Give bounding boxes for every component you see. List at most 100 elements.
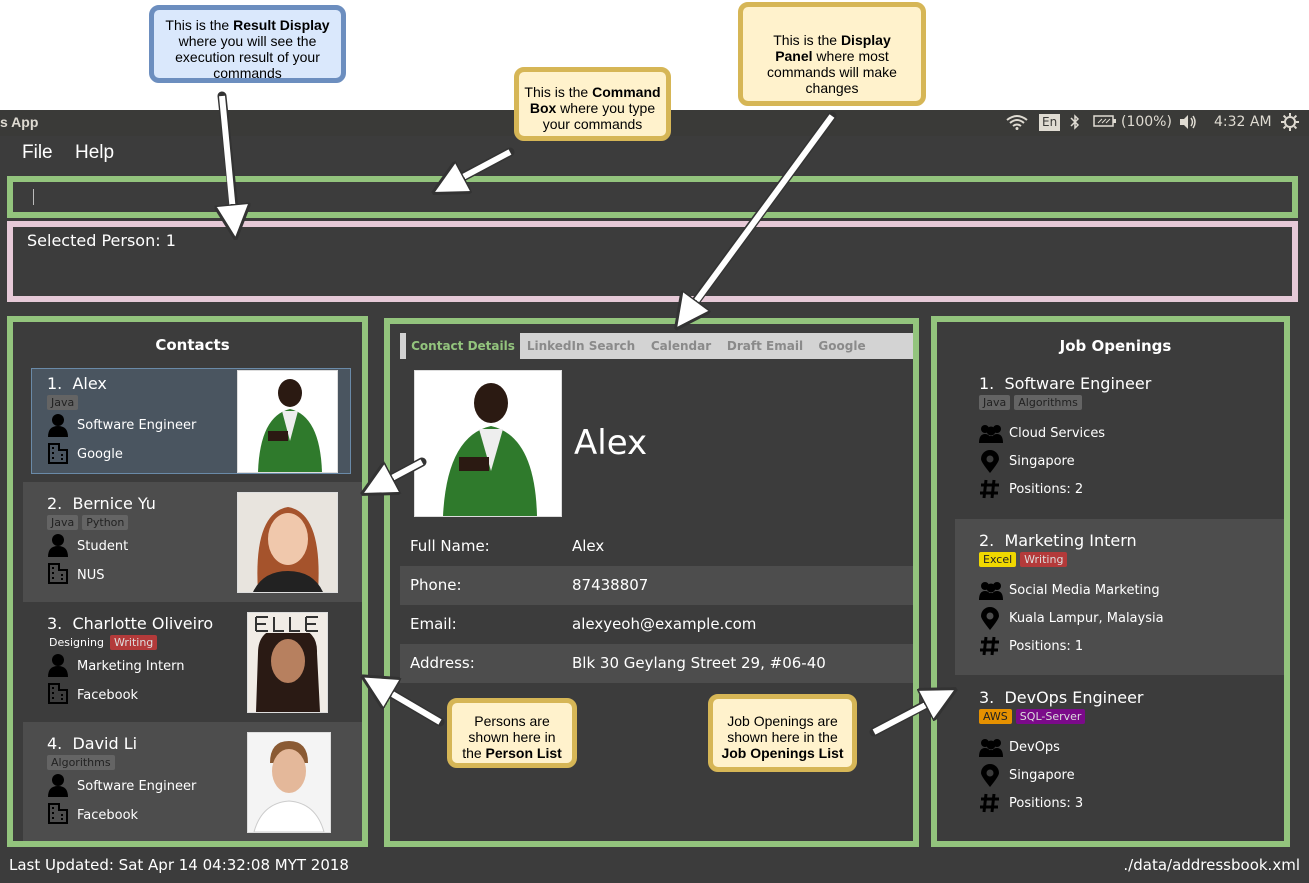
menu-help[interactable]: Help <box>75 142 115 163</box>
job-title: DevOps Engineer <box>1004 688 1144 707</box>
tab-google[interactable]: Google <box>812 333 872 359</box>
hashtag-icon <box>979 479 1003 501</box>
tab-contact-details[interactable]: Contact Details <box>406 333 520 359</box>
team-icon <box>979 737 1003 759</box>
person-list-frame: Contacts 1. Alex Java Software Engineer … <box>7 316 368 847</box>
person-silhouette-icon <box>47 773 71 797</box>
job-location: Singapore <box>1009 768 1075 783</box>
keyboard-language-indicator[interactable]: En <box>1039 114 1061 131</box>
clock[interactable]: 4:32 AM <box>1214 114 1272 130</box>
job-tag: Algorithms <box>1014 395 1082 410</box>
volume-icon[interactable] <box>1178 114 1198 134</box>
detail-value: alexyeoh@example.com <box>572 615 757 633</box>
job-title: Software Engineer <box>1004 374 1152 393</box>
job-team: DevOps <box>1009 740 1060 755</box>
job-tag: SQL-Server <box>1015 709 1086 724</box>
command-box-frame <box>7 176 1298 218</box>
callout-bold: Command Box <box>529 84 661 116</box>
tab-linkedin-search[interactable]: LinkedIn Search <box>522 333 640 359</box>
callout-text: This is the <box>773 32 841 48</box>
person-role: Marketing Intern <box>77 659 185 674</box>
wifi-icon[interactable] <box>1006 114 1028 134</box>
tab-draft-email[interactable]: Draft Email <box>722 333 808 359</box>
person-card-4[interactable]: 4. David Li Algorithms Software Engineer… <box>23 722 362 841</box>
person-tag: Java <box>47 395 79 410</box>
job-openings-header: Job Openings <box>1059 337 1172 355</box>
person-role: Student <box>77 539 129 554</box>
command-input[interactable] <box>19 186 1286 208</box>
person-role: Software Engineer <box>77 779 197 794</box>
callout-bold: Result Display <box>233 17 330 33</box>
person-role: Software Engineer <box>77 418 197 433</box>
job-index: 2. <box>979 531 995 550</box>
person-tag: Designing <box>49 636 104 649</box>
team-icon <box>979 580 1003 602</box>
building-icon <box>47 682 71 704</box>
job-positions: Positions: 2 <box>1009 482 1084 497</box>
menu-file[interactable]: File <box>22 142 53 163</box>
job-positions: Positions: 3 <box>1009 796 1084 811</box>
detail-row-full-name: Full Name: Alex <box>400 527 913 566</box>
person-name: David Li <box>72 734 138 753</box>
location-pin-icon <box>979 607 1003 630</box>
job-tag: AWS <box>979 709 1012 724</box>
person-silhouette-icon <box>47 653 71 677</box>
hashtag-icon <box>979 636 1003 658</box>
result-text: Selected Person: 1 <box>27 231 176 250</box>
callout-text: This is the <box>165 17 234 33</box>
contact-display-name: Alex <box>574 423 648 463</box>
person-index: 3. <box>47 614 63 633</box>
job-index: 3. <box>979 688 995 707</box>
callout-bold: Person List <box>485 745 562 761</box>
status-bar: Last Updated: Sat Apr 14 04:32:08 MYT 20… <box>0 852 1309 881</box>
job-tag: Writing <box>1020 552 1068 567</box>
callout-job-openings-list: Job Openings are shown here in the Job O… <box>708 694 857 772</box>
detail-value: 87438807 <box>572 576 649 594</box>
person-company: Facebook <box>77 808 139 823</box>
contact-photo <box>414 370 562 517</box>
bluetooth-icon[interactable] <box>1070 114 1080 134</box>
job-tag: Excel <box>979 552 1017 567</box>
person-photo <box>237 492 338 593</box>
person-company: Google <box>77 447 123 462</box>
person-index: 2. <box>47 494 63 513</box>
detail-value: Alex <box>572 537 605 555</box>
person-photo <box>247 612 328 713</box>
location-pin-icon <box>979 764 1003 787</box>
person-silhouette-icon <box>47 533 71 557</box>
person-silhouette-icon <box>47 413 71 437</box>
person-list-panel: Contacts 1. Alex Java Software Engineer … <box>23 332 362 841</box>
callout-display-panel: This is the Display Panel where most com… <box>738 2 926 106</box>
battery-percentage: (100%) <box>1121 114 1172 130</box>
tab-calendar[interactable]: Calendar <box>646 333 716 359</box>
job-index: 1. <box>979 374 995 393</box>
job-location: Kuala Lampur, Malaysia <box>1009 611 1164 626</box>
person-company: NUS <box>77 568 105 583</box>
callout-text: Job Openings are shown here in the <box>727 713 838 745</box>
detail-label: Phone: <box>410 576 462 594</box>
team-icon <box>979 423 1003 445</box>
callout-result-display: This is the Result Display where you wil… <box>149 5 346 83</box>
last-updated: Last Updated: Sat Apr 14 04:32:08 MYT 20… <box>9 856 349 874</box>
person-photo <box>247 732 331 833</box>
person-card-1[interactable]: 1. Alex Java Software Engineer Google <box>23 362 362 482</box>
power-gear-icon[interactable] <box>1280 112 1300 136</box>
person-company: Facebook <box>77 688 139 703</box>
person-tag: Java <box>47 515 79 530</box>
person-tag: Python <box>82 515 129 530</box>
person-tag: Algorithms <box>47 755 115 770</box>
job-location: Singapore <box>1009 454 1075 469</box>
detail-value: Blk 30 Geylang Street 29, #06-40 <box>572 654 826 672</box>
callout-text: where most commands will make changes <box>767 48 897 96</box>
save-location: ./data/addressbook.xml <box>1123 856 1300 874</box>
battery-icon[interactable] <box>1093 114 1117 132</box>
building-icon <box>47 442 71 464</box>
detail-label: Address: <box>410 654 475 672</box>
building-icon <box>47 562 71 584</box>
